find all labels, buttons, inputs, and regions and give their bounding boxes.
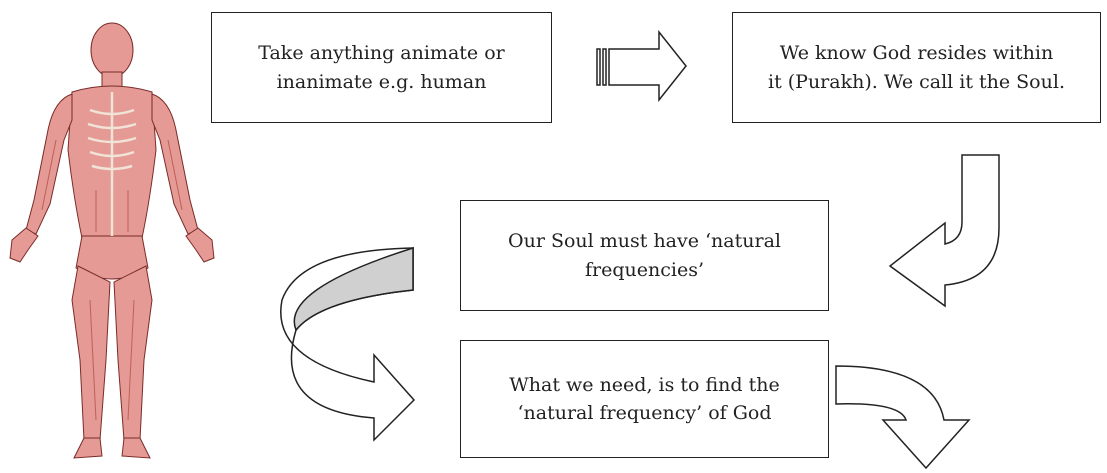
step-box-take-anything: Take anything animate or inanimate e.g. … [211,12,552,123]
step-text: What we need, is to find the ‘natural fr… [509,373,780,425]
step-text: Take anything animate or inanimate e.g. … [258,42,505,93]
step-text: We know God resides within it (Purakh). … [768,42,1065,93]
human-anatomy-figure [9,22,215,459]
curved-down-right-arrow-icon [835,365,971,470]
step-box-soul-frequencies: Our Soul must have ‘natural frequencies’ [460,200,829,311]
step-box-find-frequency: What we need, is to find the ‘natural fr… [460,340,829,458]
step-text: Our Soul must have ‘natural frequencies’ [508,230,781,281]
curved-down-left-arrow-icon [888,154,1000,308]
step-box-god-resides: We know God resides within it (Purakh). … [732,12,1101,123]
right-arrow-icon [596,29,687,103]
curved-loop-arrow-icon [280,246,416,442]
